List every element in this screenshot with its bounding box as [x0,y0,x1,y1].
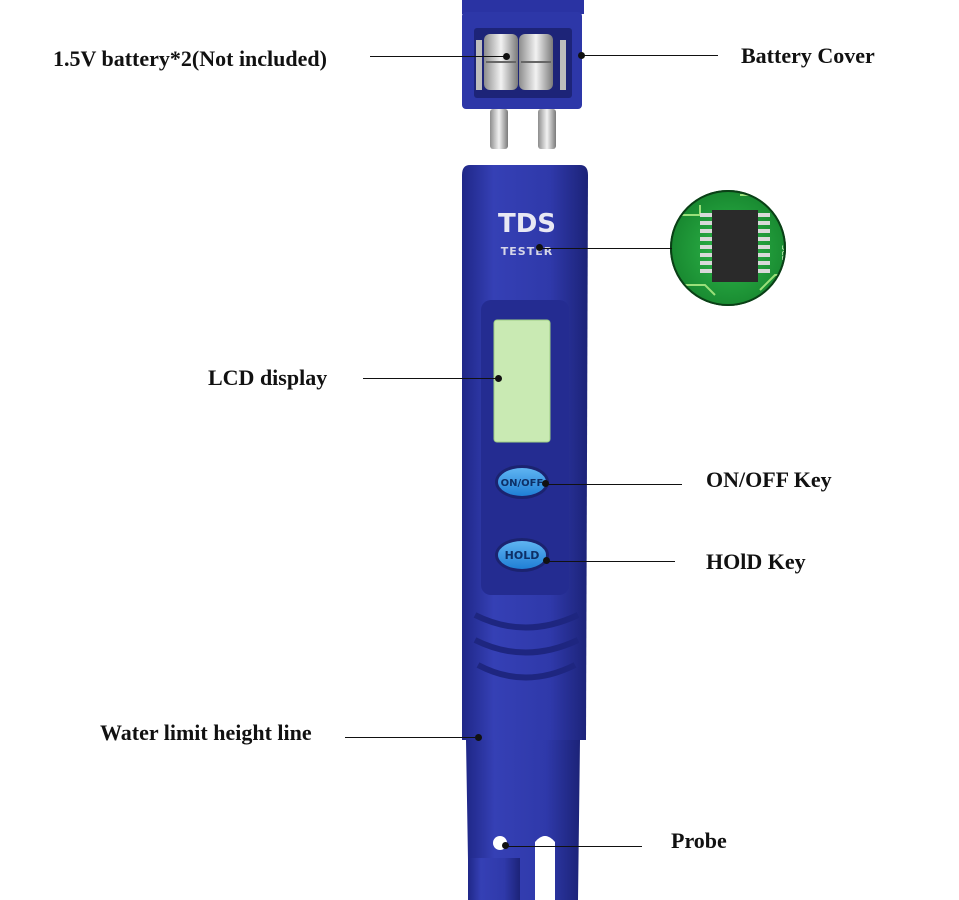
probe-leader [506,846,642,847]
battery-cover-leader [582,55,718,56]
water-limit-label: Water limit height line [100,720,312,745]
on-off-leader [546,484,682,485]
on-off-key-label: ON/OFF Key [706,467,832,492]
hold-leader-dot [543,557,550,564]
battery-leader [370,56,506,57]
hold-button-label: HOLD [505,549,540,562]
battery-leader-dot [503,53,510,60]
water-limit-leader [345,737,475,738]
lcd-display-label: LCD display [208,365,328,390]
chip-silk-text: SCL [780,245,789,261]
battery-cover-label: Battery Cover [741,43,875,68]
on-off-leader-dot [542,480,549,487]
lcd-screen [493,319,551,443]
hold-button[interactable]: HOLD [495,538,549,572]
probe-label: Probe [671,828,727,853]
lcd-leader [363,378,499,379]
battery-cover [462,0,584,149]
chip-inset: SCL [670,190,789,306]
chip-leader-dot [536,244,543,251]
hold-key-label: HOlD Key [706,549,806,574]
battery-label: 1.5V battery*2(Not included) [53,46,327,71]
battery-icon [484,34,553,90]
probe-leader-dot [502,842,509,849]
brand-subtext: TESTER [501,245,553,258]
battery-cover-leader-dot [578,52,585,59]
hold-leader [547,561,675,562]
chip-icon [700,210,770,282]
on-off-button[interactable]: ON/OFF [495,465,549,499]
brand-text: TDS [498,209,556,239]
water-limit-leader-dot [475,734,482,741]
on-off-button-label: ON/OFF [501,478,544,489]
tester-body [462,165,588,900]
lcd-leader-dot [495,375,502,382]
chip-leader [540,248,672,249]
